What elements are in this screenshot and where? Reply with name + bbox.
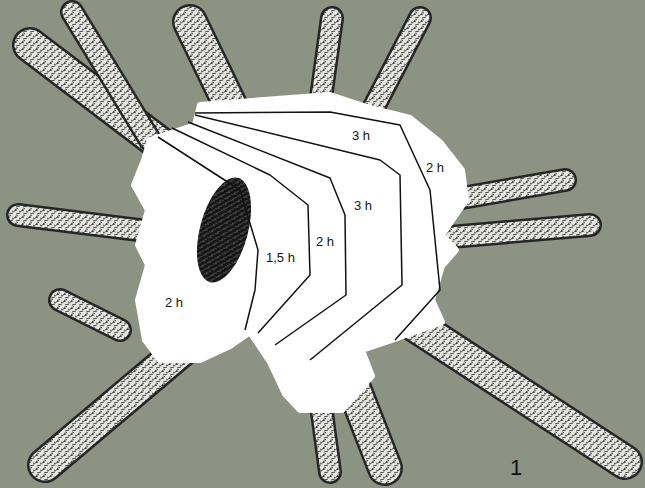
antler-branches bbox=[18, 12, 625, 472]
time-label: 3 h bbox=[354, 198, 372, 213]
figure-number: 1 bbox=[510, 456, 522, 480]
time-label: 3 h bbox=[352, 128, 370, 143]
time-label: 2 h bbox=[165, 295, 183, 310]
cavity bbox=[187, 172, 261, 289]
time-label: 2 h bbox=[316, 234, 334, 249]
time-label: 1,5 h bbox=[266, 250, 295, 265]
treated-area bbox=[134, 95, 466, 410]
zone-lines bbox=[158, 112, 440, 360]
time-label: 2 h bbox=[426, 160, 444, 175]
